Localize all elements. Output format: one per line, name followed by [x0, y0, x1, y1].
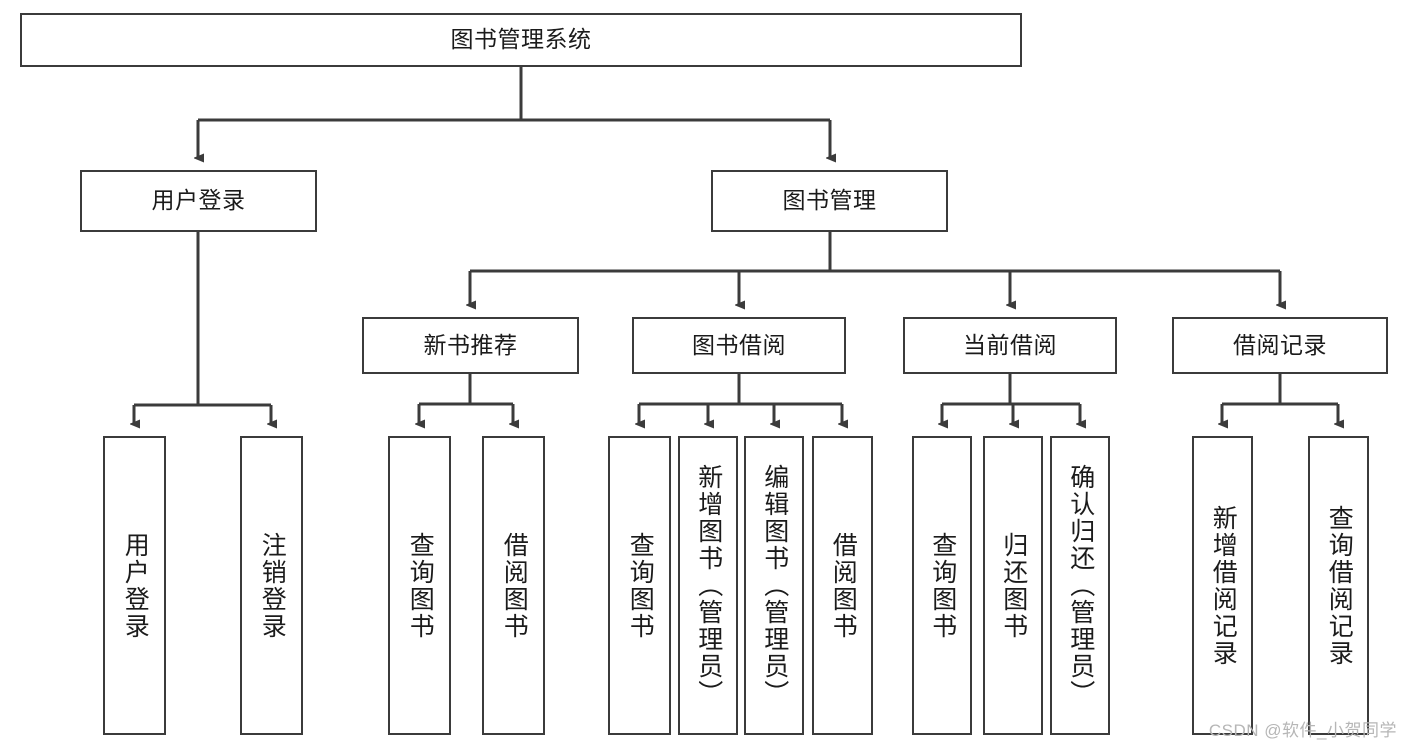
- leaf-edit-book-label: 编辑图书（管理员）: [760, 464, 789, 707]
- node-book-manage[interactable]: 图书管理: [711, 170, 948, 232]
- leaf-query-book-1-label: 查询图书: [406, 531, 435, 640]
- node-user-login[interactable]: 用户登录: [80, 170, 317, 232]
- leaf-edit-book[interactable]: 编辑图书（管理员）: [744, 436, 804, 735]
- leaf-query-book-2[interactable]: 查询图书: [608, 436, 671, 735]
- leaf-borrow-book-1[interactable]: 借阅图书: [482, 436, 545, 735]
- leaf-query-book-1[interactable]: 查询图书: [388, 436, 451, 735]
- leaf-add-book[interactable]: 新增图书（管理员）: [678, 436, 738, 735]
- node-root[interactable]: 图书管理系统: [20, 13, 1022, 67]
- node-user-login-label: 用户登录: [151, 187, 246, 214]
- leaf-add-record-label: 新增借阅记录: [1209, 504, 1238, 667]
- leaf-query-book-3-label: 查询图书: [928, 531, 957, 640]
- leaf-borrow-book-1-label: 借阅图书: [500, 531, 529, 640]
- node-book-borrow-label: 图书借阅: [692, 331, 786, 358]
- node-borrow-record[interactable]: 借阅记录: [1172, 317, 1388, 374]
- node-root-label: 图书管理系统: [450, 26, 592, 53]
- node-new-book-rec[interactable]: 新书推荐: [362, 317, 579, 374]
- leaf-borrow-book-2-label: 借阅图书: [829, 531, 858, 640]
- leaf-confirm-return-label: 确认归还（管理员）: [1066, 464, 1095, 707]
- leaf-query-record[interactable]: 查询借阅记录: [1308, 436, 1369, 735]
- leaf-add-book-label: 新增图书（管理员）: [694, 464, 723, 707]
- leaf-user-login-label: 用户登录: [121, 531, 150, 640]
- leaf-user-login[interactable]: 用户登录: [103, 436, 166, 735]
- node-book-manage-label: 图书管理: [782, 187, 877, 214]
- leaf-logout[interactable]: 注销登录: [240, 436, 303, 735]
- leaf-query-book-2-label: 查询图书: [626, 531, 655, 640]
- leaf-add-record[interactable]: 新增借阅记录: [1192, 436, 1253, 735]
- node-book-borrow[interactable]: 图书借阅: [632, 317, 846, 374]
- leaf-return-book[interactable]: 归还图书: [983, 436, 1043, 735]
- node-new-book-rec-label: 新书推荐: [423, 331, 518, 358]
- node-current-borrow[interactable]: 当前借阅: [903, 317, 1117, 374]
- leaf-confirm-return[interactable]: 确认归还（管理员）: [1050, 436, 1110, 735]
- leaf-return-book-label: 归还图书: [999, 531, 1028, 640]
- leaf-borrow-book-2[interactable]: 借阅图书: [812, 436, 873, 735]
- leaf-logout-label: 注销登录: [258, 531, 287, 640]
- node-borrow-record-label: 借阅记录: [1233, 331, 1327, 358]
- leaf-query-book-3[interactable]: 查询图书: [912, 436, 972, 735]
- watermark: CSDN @软件_小贺同学: [1208, 721, 1397, 740]
- leaf-query-record-label: 查询借阅记录: [1325, 504, 1354, 667]
- node-current-borrow-label: 当前借阅: [963, 331, 1057, 358]
